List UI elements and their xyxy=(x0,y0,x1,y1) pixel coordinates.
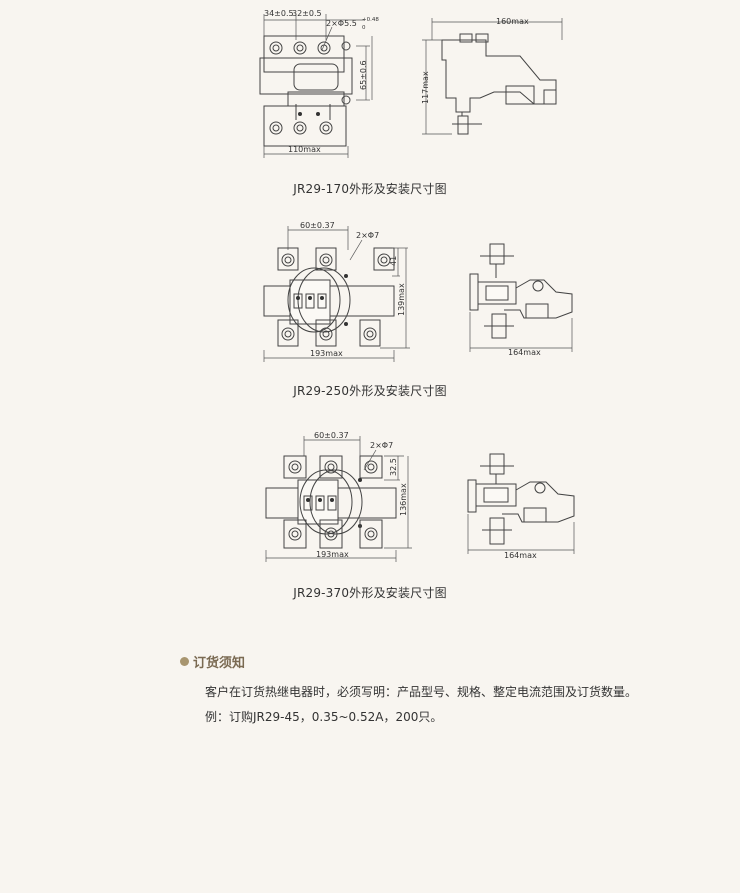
caption-jr29-170: JR29-170外形及安装尺寸图 xyxy=(293,182,447,196)
figure-jr29-170: 34±0.5 32±0.5 2×Φ5.5 +0.48 0 65±0.6 xyxy=(0,0,740,200)
figure-jr29-370: 60±0.37 2×Φ7 32.5 136max 193max xyxy=(0,400,740,610)
dim-hole: 2×Φ5.5 xyxy=(326,19,357,28)
dim-hole-tol-low: 0 xyxy=(362,25,366,31)
notes-heading: 订货须知 xyxy=(180,652,720,671)
notes-line-1: 客户在订货热继电器时，必须写明：产品型号、规格、整定电流范围及订货数量。 xyxy=(205,685,638,699)
drawing-jr29-170: 34±0.5 32±0.5 2×Φ5.5 +0.48 0 65±0.6 xyxy=(259,9,563,158)
dim-h1: 41 xyxy=(389,256,398,266)
caption-jr29-370: JR29-370外形及安装尺寸图 xyxy=(293,586,447,600)
order-notes: 订货须知 客户在订货热继电器时，必须写明：产品型号、规格、整定电流范围及订货数量… xyxy=(180,652,720,725)
dim-hole: 2×Φ7 xyxy=(356,231,379,240)
figure-jr29-250: 60±0.37 2×Φ7 41 139max 193max xyxy=(0,200,740,400)
dim-side-width: 160max xyxy=(496,17,529,26)
dim-hole-tol: +0.48 xyxy=(362,17,379,23)
drawing-jr29-250: 60±0.37 2×Φ7 41 139max 193max xyxy=(263,221,573,362)
notes-line-2: 例：订购JR29-45，0.35~0.52A，200只。 xyxy=(205,710,443,724)
notes-title: 订货须知 xyxy=(193,656,246,671)
dim-pitch1: 34±0.5 xyxy=(264,9,294,18)
caption-jr29-250: JR29-250外形及安装尺寸图 xyxy=(293,384,447,398)
dim-height: 139max xyxy=(397,283,406,316)
dim-side-width: 164max xyxy=(508,348,541,357)
dim-pitch: 60±0.37 xyxy=(314,431,349,440)
dim-hole: 2×Φ7 xyxy=(370,441,393,450)
dim-width: 193max xyxy=(310,349,343,358)
dim-height: 136max xyxy=(399,483,408,516)
dim-side-width: 164max xyxy=(504,551,537,560)
dim-height-a: 65±0.6 xyxy=(359,60,368,90)
dim-side-height: 117max xyxy=(421,71,430,104)
dim-width: 110max xyxy=(288,145,321,154)
dim-pitch2: 32±0.5 xyxy=(292,9,322,18)
bullet-icon xyxy=(180,657,189,666)
dim-width: 193max xyxy=(316,550,349,559)
dim-h1: 32.5 xyxy=(389,458,398,476)
dim-pitch: 60±0.37 xyxy=(300,221,335,230)
drawing-jr29-370: 60±0.37 2×Φ7 32.5 136max 193max xyxy=(265,431,575,562)
